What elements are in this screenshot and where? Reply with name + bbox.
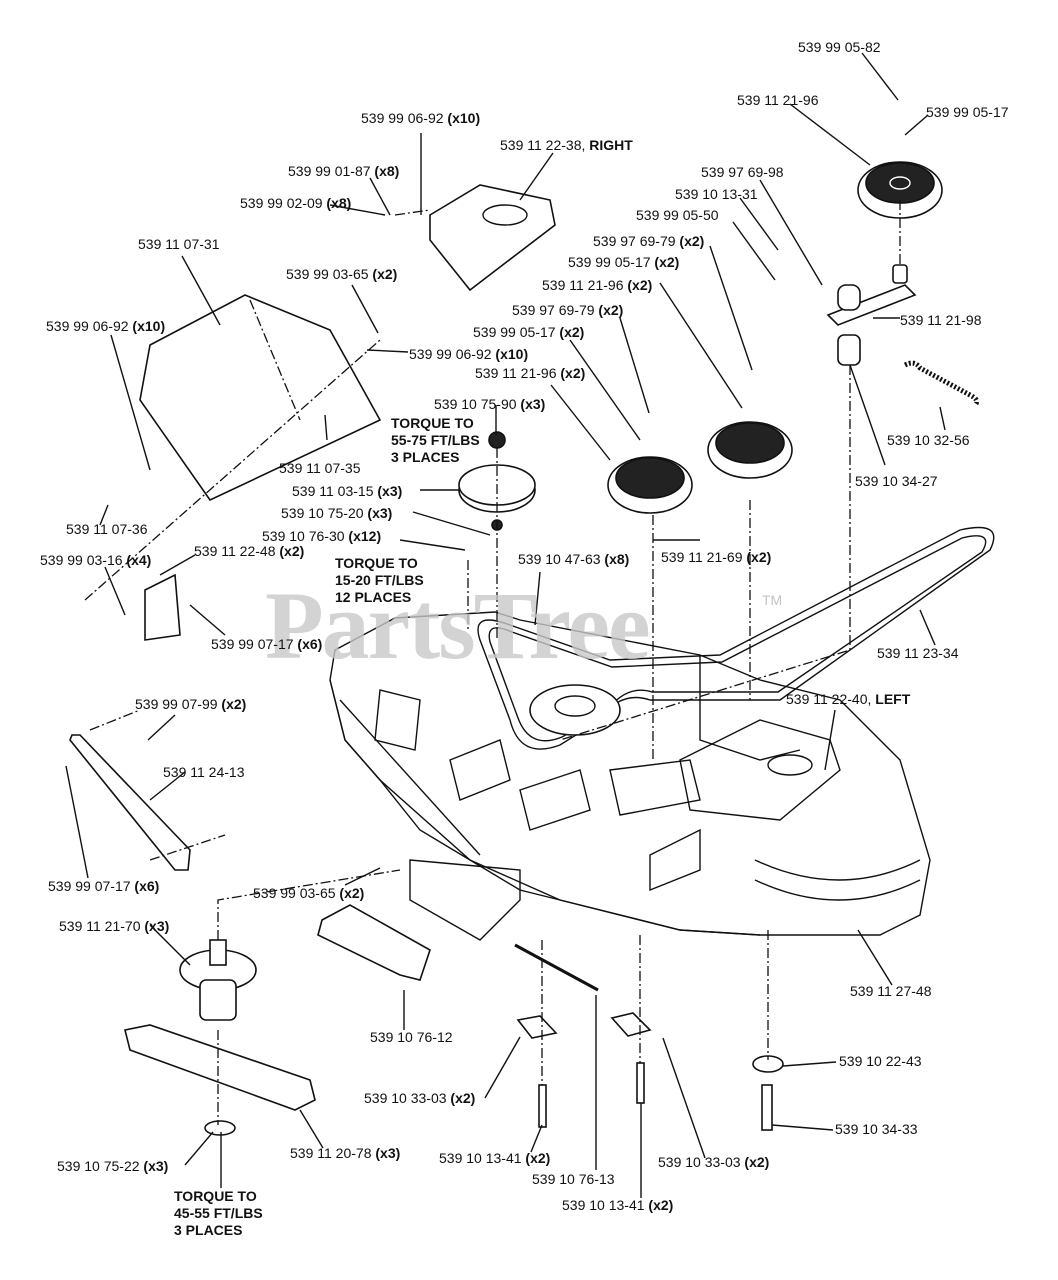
callout-label: 539 10 33-03 (x2) bbox=[658, 1154, 770, 1170]
callout-label: 539 11 22-38, RIGHT bbox=[500, 137, 633, 153]
discharge-chute bbox=[139, 294, 382, 502]
bolt bbox=[538, 1084, 547, 1128]
callout-label: 539 10 75-22 (x3) bbox=[57, 1158, 169, 1174]
spindle-assembly bbox=[179, 939, 257, 1021]
left-belt-cover bbox=[679, 719, 841, 821]
callout-label: 539 11 21-98 bbox=[900, 312, 982, 328]
mower-blade bbox=[124, 1024, 316, 1111]
idler-pulley-mid-right bbox=[707, 421, 793, 479]
callout-label: 539 99 05-17 (x2) bbox=[473, 324, 585, 340]
callout-label: 539 10 76-12 bbox=[370, 1029, 453, 1045]
callout-label: 539 11 27-48 bbox=[850, 983, 932, 999]
deck-pulley bbox=[529, 684, 621, 736]
callout-label: 539 11 20-78 (x3) bbox=[290, 1145, 401, 1161]
bolt bbox=[761, 1084, 773, 1131]
tension-spring bbox=[903, 360, 980, 407]
pad-right bbox=[610, 1012, 652, 1037]
right-belt-cover bbox=[429, 184, 556, 292]
blade-washer bbox=[204, 1120, 236, 1136]
callout-label: 539 11 21-96 (x2) bbox=[542, 277, 653, 293]
callout-label: 539 11 22-48 (x2) bbox=[194, 543, 305, 559]
callout-label: 539 99 01-87 (x8) bbox=[288, 163, 400, 179]
idler-arm bbox=[826, 284, 917, 326]
callout-label: 539 99 02-09 (x8) bbox=[240, 195, 352, 211]
callout-label: 539 97 69-79 (x2) bbox=[593, 233, 705, 249]
drive-belt bbox=[477, 526, 995, 750]
callout-label: 539 99 07-99 (x2) bbox=[135, 696, 247, 712]
callout-label: 539 10 47-63 (x8) bbox=[518, 551, 630, 567]
watermark: PartsTree bbox=[265, 572, 651, 679]
callout-label: 539 99 06-92 (x10) bbox=[361, 110, 481, 126]
callout-label: 539 10 34-27 bbox=[855, 473, 938, 489]
watermark-trademark: TM bbox=[762, 592, 783, 608]
callout-label: 539 11 07-31 bbox=[138, 236, 220, 252]
callout-label: 539 99 05-17 bbox=[926, 104, 1009, 120]
leader-lines bbox=[65, 52, 946, 1198]
callout-label: 539 10 75-20 (x3) bbox=[281, 505, 393, 521]
callout-label: 539 10 32-56 bbox=[887, 432, 970, 448]
callout-label: 539 99 03-65 (x2) bbox=[286, 266, 398, 282]
callout-label: 539 11 07-35 bbox=[279, 460, 361, 476]
pad-left bbox=[516, 1015, 558, 1039]
callout-label: 539 10 13-41 (x2) bbox=[439, 1150, 551, 1166]
callout-label: 539 99 05-17 (x2) bbox=[568, 254, 680, 270]
callout-label: 539 97 69-98 bbox=[701, 164, 784, 180]
callout-label: 539 10 75-90 (x3) bbox=[434, 396, 546, 412]
callout-label: 539 11 07-36 bbox=[66, 521, 148, 537]
callout-label: 539 11 22-40, LEFT bbox=[786, 691, 911, 707]
callout-label: 539 11 21-96 (x2) bbox=[475, 365, 586, 381]
callout-label: 539 99 05-50 bbox=[636, 207, 719, 223]
callout-label: 539 10 34-33 bbox=[835, 1121, 918, 1137]
callout-label: 539 11 03-15 (x3) bbox=[292, 483, 403, 499]
callout-label: 539 99 03-16 (x4) bbox=[40, 552, 152, 568]
deflector-bracket bbox=[144, 573, 181, 641]
callout-label: 539 99 03-65 (x2) bbox=[253, 885, 365, 901]
callout-label: 539 97 69-79 (x2) bbox=[512, 302, 624, 318]
rod bbox=[514, 943, 599, 992]
pulley-nut bbox=[488, 431, 506, 449]
callout-label: 539 10 76-30 (x12) bbox=[262, 528, 382, 544]
callout-label: 539 11 23-34 bbox=[877, 645, 959, 661]
callout-label: 539 10 22-43 bbox=[839, 1053, 922, 1069]
callout-label: 539 99 06-92 (x10) bbox=[409, 346, 529, 362]
callout-label: 539 10 13-31 bbox=[675, 186, 758, 202]
callout-label: 539 99 06-92 (x10) bbox=[46, 318, 166, 334]
callout-label: 539 11 21-69 (x2) bbox=[661, 549, 772, 565]
callout-label: 539 99 07-17 (x6) bbox=[211, 636, 323, 652]
callout-label: 539 10 13-41 (x2) bbox=[562, 1197, 674, 1213]
anti-scalp-roller bbox=[317, 904, 431, 981]
callout-label: 539 99 05-82 bbox=[798, 39, 881, 55]
callout-label: 539 11 21-70 (x3) bbox=[59, 918, 170, 934]
callout-label: 539 10 76-13 bbox=[532, 1171, 615, 1187]
callout-label: 539 11 21-96 bbox=[737, 92, 819, 108]
callout-label: 539 11 24-13 bbox=[163, 764, 245, 780]
idler-pulley-mid-left bbox=[607, 456, 693, 514]
callout-label: 539 99 07-17 (x6) bbox=[48, 878, 160, 894]
callout-label: 539 10 33-03 (x2) bbox=[364, 1090, 476, 1106]
mower-deck bbox=[329, 611, 931, 941]
baffle bbox=[69, 734, 191, 871]
bolt bbox=[636, 1062, 645, 1104]
